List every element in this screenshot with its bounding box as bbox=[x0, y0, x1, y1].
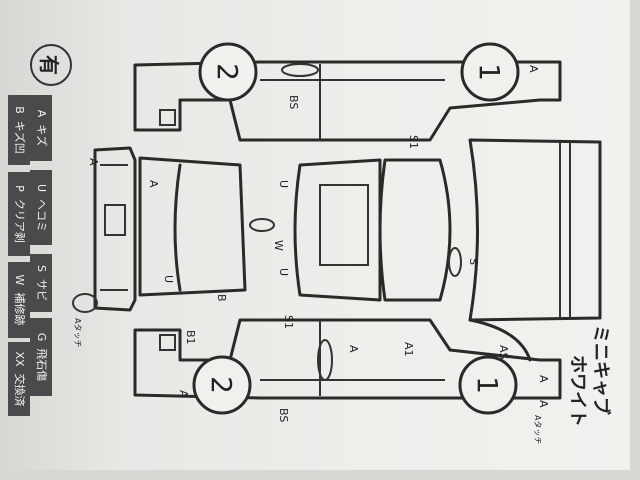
mark: U bbox=[162, 275, 175, 283]
mark: A bbox=[147, 180, 160, 188]
mark-oval bbox=[249, 218, 275, 232]
side-panels-r bbox=[159, 320, 445, 396]
mark: A bbox=[527, 65, 540, 73]
mark: A bbox=[87, 158, 100, 166]
sunroof bbox=[319, 184, 369, 266]
rear-window bbox=[173, 163, 182, 292]
side-view-right bbox=[133, 318, 562, 400]
handwritten-color: ホワイト bbox=[567, 355, 588, 427]
mark: U bbox=[277, 268, 290, 276]
mark: A1 bbox=[402, 342, 415, 357]
mark-oval bbox=[448, 247, 462, 277]
mark: S bbox=[467, 258, 480, 265]
bumper-lines bbox=[559, 142, 571, 318]
svg-text:2: 2 bbox=[211, 63, 244, 81]
note: Aタッチ bbox=[533, 415, 542, 444]
mark-oval bbox=[72, 293, 98, 313]
handwritten-model: ミニキャブ bbox=[590, 325, 612, 415]
mark-oval bbox=[317, 339, 333, 381]
roof-rear bbox=[138, 156, 247, 297]
rear-details bbox=[100, 164, 128, 291]
mark: S1 bbox=[407, 135, 420, 149]
hood bbox=[468, 138, 602, 322]
mark-oval bbox=[281, 63, 319, 77]
windshield bbox=[378, 158, 452, 302]
note: Aタッチ bbox=[73, 318, 82, 347]
mark: A bbox=[347, 345, 360, 353]
svg-text:2: 2 bbox=[205, 376, 238, 394]
side-view-left bbox=[133, 60, 562, 142]
mark: B1 bbox=[184, 330, 197, 345]
fender bbox=[468, 318, 532, 362]
svg-text:1: 1 bbox=[473, 63, 506, 81]
wheel-rear-right: 2 bbox=[192, 355, 252, 415]
wheel-front-right: 1 bbox=[458, 355, 518, 415]
mark: BS bbox=[287, 95, 300, 109]
wheel-rear-left: 2 bbox=[198, 42, 258, 102]
mark: AS bbox=[497, 345, 510, 360]
mark: BS bbox=[277, 408, 290, 422]
side-panels bbox=[159, 64, 445, 140]
mark: U bbox=[277, 180, 290, 188]
mark: S1 bbox=[282, 315, 295, 329]
svg-text:1: 1 bbox=[471, 376, 504, 394]
mark: A bbox=[537, 375, 550, 383]
mark: A bbox=[177, 390, 190, 398]
roof bbox=[293, 158, 382, 302]
mark: W bbox=[272, 240, 285, 251]
mark: B bbox=[215, 294, 228, 302]
mark: A bbox=[537, 400, 550, 408]
rear-view bbox=[93, 146, 137, 312]
wheel-front-left: 1 bbox=[460, 42, 520, 102]
